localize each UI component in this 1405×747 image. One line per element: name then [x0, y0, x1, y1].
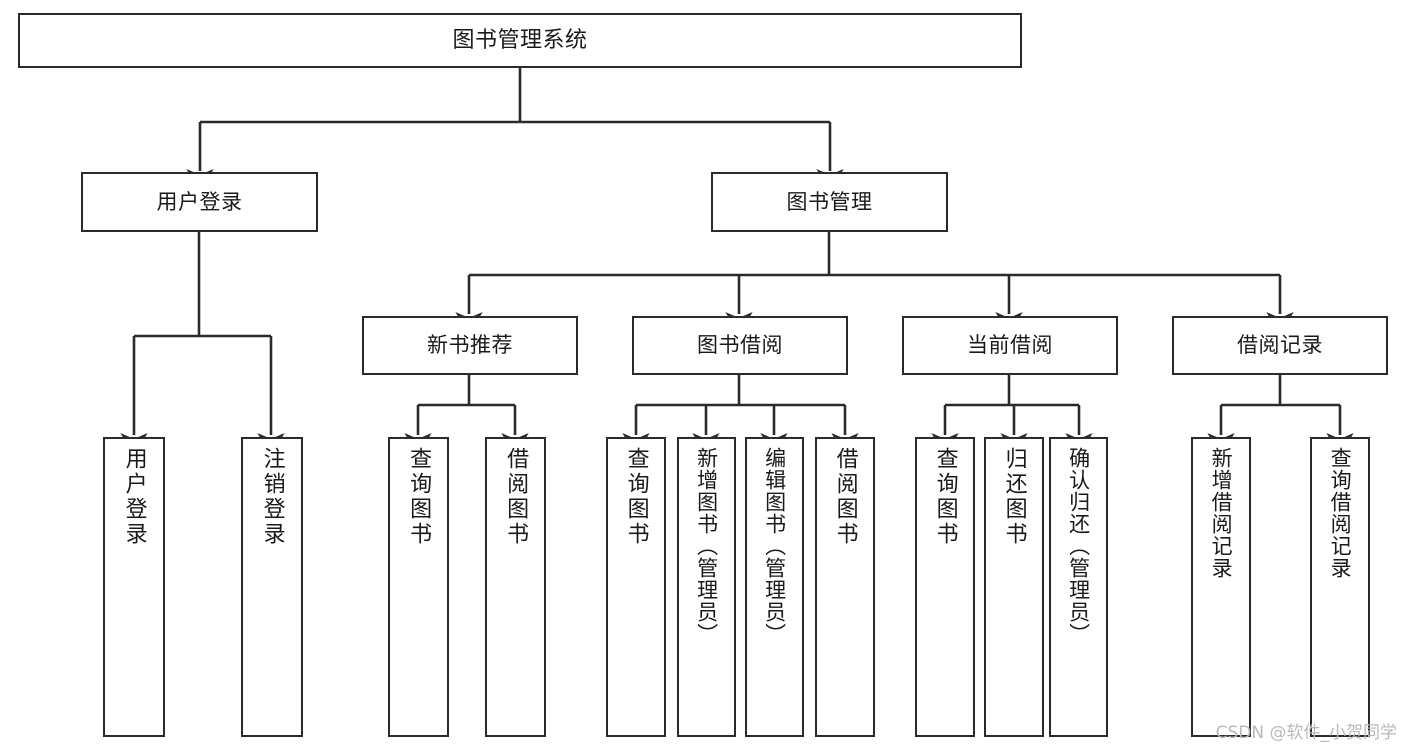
- node-leaf-borrow-book-2[interactable]: 借阅图书: [815, 437, 875, 737]
- node-book-borrow[interactable]: 图书借阅: [632, 316, 848, 375]
- node-new-book-recommend[interactable]: 新书推荐: [362, 316, 578, 375]
- node-leaf-query-book-1-label: 查询图书: [406, 447, 432, 547]
- node-leaf-return-book-label: 归还图书: [1001, 447, 1027, 547]
- node-current-borrow[interactable]: 当前借阅: [902, 316, 1118, 375]
- node-leaf-query-book-2[interactable]: 查询图书: [606, 437, 666, 737]
- node-leaf-borrow-book-1-label: 借阅图书: [503, 447, 529, 547]
- node-current-borrow-label: 当前借阅: [967, 333, 1053, 358]
- node-leaf-edit-book-label: 编辑图书（管理员）: [762, 447, 787, 645]
- node-leaf-user-login[interactable]: 用户登录: [103, 437, 165, 737]
- node-leaf-borrow-book-1[interactable]: 借阅图书: [485, 437, 546, 737]
- node-borrow-record[interactable]: 借阅记录: [1172, 316, 1388, 375]
- node-user-login[interactable]: 用户登录: [81, 172, 318, 232]
- node-leaf-query-book-3[interactable]: 查询图书: [915, 437, 975, 737]
- node-root[interactable]: 图书管理系统: [18, 13, 1022, 68]
- node-leaf-query-book-2-label: 查询图书: [623, 447, 649, 547]
- node-book-borrow-label: 图书借阅: [697, 333, 783, 358]
- node-leaf-add-book[interactable]: 新增图书（管理员）: [677, 437, 736, 737]
- node-leaf-query-record-label: 查询借阅记录: [1328, 447, 1353, 579]
- node-book-manage[interactable]: 图书管理: [711, 172, 948, 232]
- node-leaf-confirm-return[interactable]: 确认归还（管理员）: [1049, 437, 1108, 737]
- node-leaf-query-book-3-label: 查询图书: [932, 447, 958, 547]
- csdn-watermark: CSDN @软件_小贺同学: [1215, 723, 1397, 743]
- node-leaf-add-record-label: 新增借阅记录: [1209, 447, 1234, 579]
- node-borrow-record-label: 借阅记录: [1237, 333, 1323, 358]
- node-root-label: 图书管理系统: [452, 27, 588, 53]
- node-leaf-query-record[interactable]: 查询借阅记录: [1310, 437, 1370, 737]
- node-leaf-add-record[interactable]: 新增借阅记录: [1191, 437, 1251, 737]
- node-leaf-borrow-book-2-label: 借阅图书: [832, 447, 858, 547]
- node-leaf-query-book-1[interactable]: 查询图书: [388, 437, 449, 737]
- node-leaf-logout-login-label: 注销登录: [259, 447, 285, 547]
- node-leaf-logout-login[interactable]: 注销登录: [241, 437, 303, 737]
- node-leaf-user-login-label: 用户登录: [121, 447, 147, 547]
- node-leaf-add-book-label: 新增图书（管理员）: [694, 447, 719, 645]
- node-new-book-recommend-label: 新书推荐: [427, 333, 513, 358]
- node-user-login-label: 用户登录: [156, 189, 243, 214]
- node-leaf-confirm-return-label: 确认归还（管理员）: [1066, 447, 1091, 645]
- node-leaf-return-book[interactable]: 归还图书: [984, 437, 1044, 737]
- node-leaf-edit-book[interactable]: 编辑图书（管理员）: [745, 437, 804, 737]
- node-book-manage-label: 图书管理: [786, 189, 873, 214]
